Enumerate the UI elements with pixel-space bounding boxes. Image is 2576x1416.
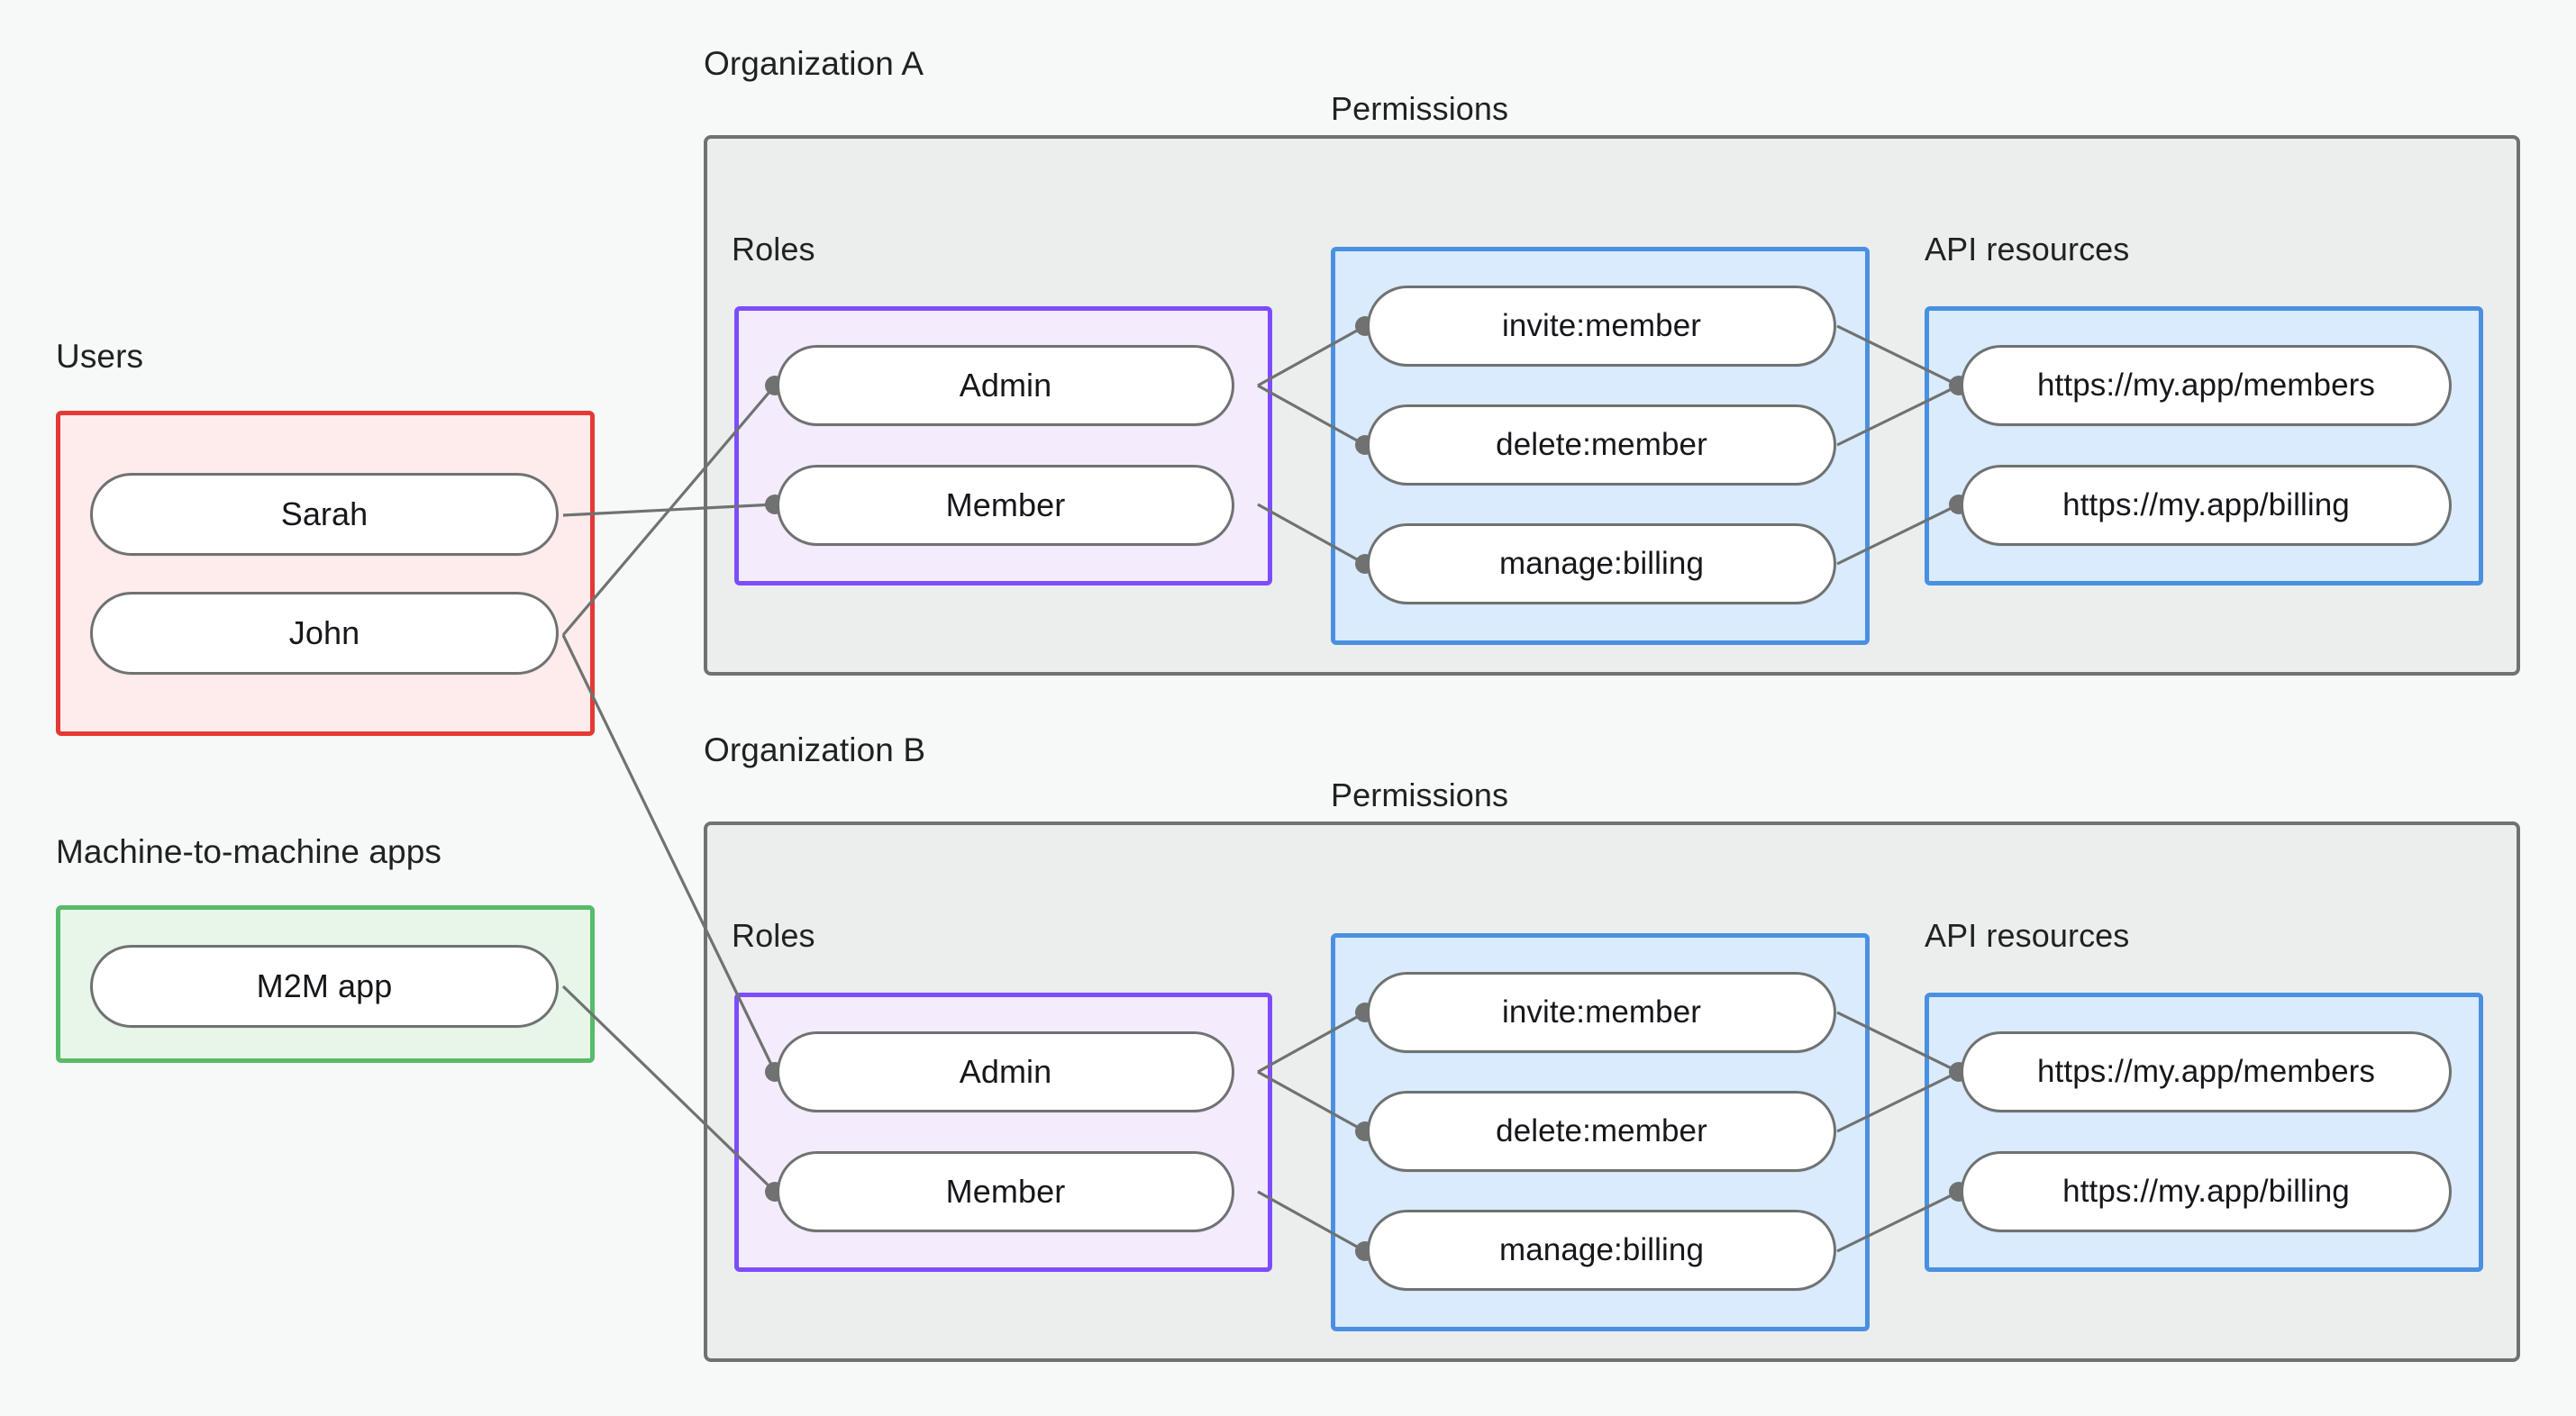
orgA-api-resource-node-members[interactable]: https://my.app/members <box>1961 345 2452 426</box>
orgA-api-resource-node-billing[interactable]: https://my.app/billing <box>1961 465 2452 546</box>
organization-b-caption: Organization B <box>704 731 926 768</box>
orgB-api-resource-node-members[interactable]: https://my.app/members <box>1961 1031 2452 1112</box>
orgA-permission-node-invite-member[interactable]: invite:member <box>1367 286 1836 367</box>
m2m-apps-caption: Machine-to-machine apps <box>56 833 442 870</box>
orgB-role-node-member[interactable]: Member <box>777 1151 1234 1232</box>
orgB-permission-node-invite-member[interactable]: invite:member <box>1367 972 1836 1053</box>
orgA-permission-node-manage-billing[interactable]: manage:billing <box>1367 523 1836 604</box>
orgB-permission-node-manage-billing[interactable]: manage:billing <box>1367 1210 1836 1291</box>
orgB-api-resources-caption: API resources <box>1925 917 2130 954</box>
orgA-permissions-caption: Permissions <box>1331 90 1509 127</box>
orgA-api-resources-caption: API resources <box>1925 231 2130 268</box>
organization-a-caption: Organization A <box>704 45 924 82</box>
m2m-app-node[interactable]: M2M app <box>90 945 559 1028</box>
users-group <box>56 411 595 736</box>
orgA-role-node-member[interactable]: Member <box>777 465 1234 546</box>
orgB-permissions-caption: Permissions <box>1331 776 1509 813</box>
users-caption: Users <box>56 338 144 375</box>
user-node-sarah[interactable]: Sarah <box>90 473 559 556</box>
orgA-role-node-admin[interactable]: Admin <box>777 345 1234 426</box>
orgA-roles-caption: Roles <box>732 231 815 268</box>
orgB-role-node-admin[interactable]: Admin <box>777 1031 1234 1112</box>
user-node-john[interactable]: John <box>90 592 559 675</box>
orgB-permission-node-delete-member[interactable]: delete:member <box>1367 1091 1836 1172</box>
orgA-permission-node-delete-member[interactable]: delete:member <box>1367 404 1836 486</box>
orgB-roles-caption: Roles <box>732 917 815 954</box>
orgB-api-resource-node-billing[interactable]: https://my.app/billing <box>1961 1151 2452 1232</box>
